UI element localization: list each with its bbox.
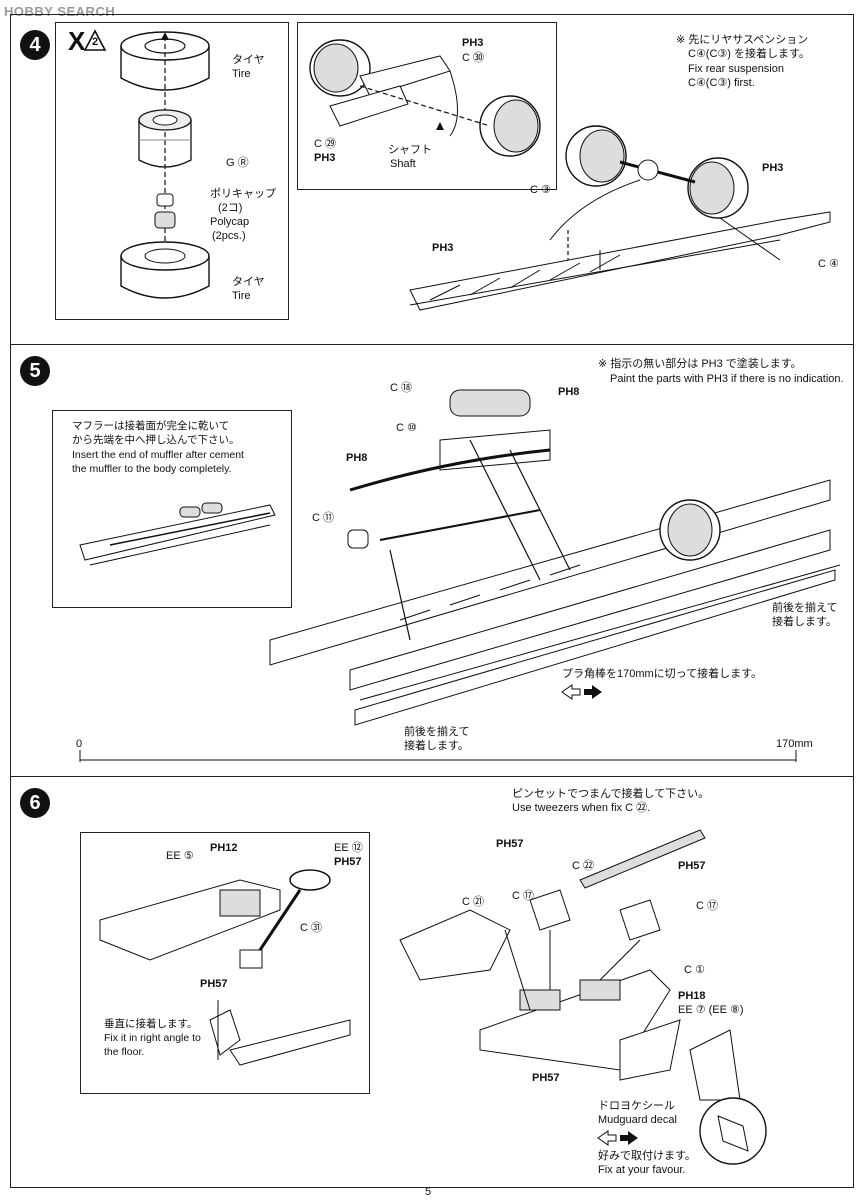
muffler-inset — [52, 410, 292, 608]
mudguard-double-arrow-icon — [597, 1130, 638, 1146]
vertical-note-en-2: the floor. — [104, 1046, 145, 1058]
c10-label: C ⑩ — [396, 422, 417, 434]
suspension-shaft-drawing — [309, 39, 541, 157]
tire-top-label-en: Tire — [232, 68, 251, 80]
polycap-label-jp: ポリキャップ — [210, 188, 276, 200]
dashboard-inset — [80, 832, 370, 1094]
inset-ph3-a: PH3 — [462, 37, 484, 49]
ee7-label: EE ⑦ (EE ⑧) — [678, 1004, 744, 1016]
tire-top-label-jp: タイヤ — [232, 54, 265, 66]
shaft-label-en: Shaft — [390, 158, 416, 170]
tweezers-note-en: Use tweezers when fix C ㉒. — [512, 802, 651, 814]
step-divider-4-5 — [10, 344, 854, 345]
times-count: 2 — [92, 36, 99, 48]
wheel-label: G Ⓡ — [226, 157, 249, 169]
c17-a-label: C ⑰ — [512, 890, 534, 902]
align-note-right-1: 前後を揃えて — [772, 602, 838, 614]
step4-suspension-inset — [297, 22, 557, 190]
step4-note-jp-2: C④(C③) を接着します。 — [688, 48, 810, 60]
page-number: 5 — [425, 1186, 432, 1198]
muffler-note-en-1: Insert the end of muffler after cement — [72, 449, 244, 461]
step4-note-en-2: C④(C③) first. — [688, 77, 755, 89]
c22-label: C ㉒ — [572, 860, 594, 872]
inset-c30: C ㉚ — [462, 52, 484, 64]
step4-note-en-1: Fix rear suspension — [688, 63, 784, 75]
tire-bottom-label-jp: タイヤ — [232, 276, 265, 288]
ee12-label: EE ⑫ — [334, 842, 363, 854]
step-5-badge: 5 — [20, 356, 50, 386]
ph3-left: PH3 — [432, 242, 454, 254]
muffler-note-jp-1: マフラーは接着面が完全に乾いて — [72, 420, 230, 432]
polycap-label-en: Polycap — [210, 216, 250, 228]
c17-b-label: C ⑰ — [696, 900, 718, 912]
times-triangle-icon — [83, 29, 107, 51]
ph57-e-label: PH57 — [532, 1072, 560, 1084]
tire-wheel-drawing — [120, 31, 210, 299]
align-note-left-1: 前後を揃えて — [404, 726, 470, 738]
vertical-note-jp: 垂直に接着します。 — [104, 1018, 198, 1030]
step4-note-jp-1: ※ 先にリヤサスペンション — [676, 34, 809, 46]
muffler-inset-drawing — [79, 502, 276, 566]
muffler-note-jp-2: から先端を中へ押し込んで下さい。 — [72, 434, 240, 446]
ph57-b-label: PH57 — [200, 978, 228, 990]
ph57-a-label: PH57 — [334, 856, 362, 868]
vertical-note-en-1: Fix it in right angle to — [104, 1032, 201, 1044]
double-arrow-icon — [561, 684, 602, 700]
step4-parts-frame — [55, 22, 289, 320]
align-note-right-2: 接着します。 — [772, 616, 837, 628]
inset-c29: C ㉙ — [314, 138, 336, 150]
plastic-bar-note: プラ角棒を170mmに切って接着します。 — [562, 668, 763, 680]
scale-start-label: 0 — [76, 738, 83, 750]
favour-note-jp: 好みで取付けます。 — [598, 1150, 696, 1162]
c4-label: C ④ — [818, 258, 839, 270]
ph57-c-label: PH57 — [496, 838, 524, 850]
ph12-label: PH12 — [210, 842, 238, 854]
ph3-right: PH3 — [762, 162, 784, 174]
polycap-count-en: (2pcs.) — [212, 230, 246, 242]
step-divider-5-6 — [10, 776, 854, 777]
mudguard-label-jp: ドロヨケシール — [598, 1100, 675, 1112]
step5-note-jp: ※ 指示の無い部分は PH3 で塗装します。 — [598, 358, 802, 370]
page-frame — [10, 14, 854, 1188]
shaft-label-jp: シャフト — [388, 144, 432, 156]
ph18-label: PH18 — [678, 990, 706, 1002]
chassis-muffler-drawing — [269, 389, 841, 726]
align-note-left-2: 接着します。 — [404, 740, 469, 752]
chassis-rear-drawing — [409, 125, 831, 311]
favour-note-en: Fix at your favour. — [598, 1164, 686, 1176]
inset-ph3-b: PH3 — [314, 152, 336, 164]
ph8-b-label: PH8 — [346, 452, 368, 464]
step-6-badge: 6 — [20, 788, 50, 818]
cabin-floor-drawing — [399, 829, 741, 1101]
c11-label: C ⑪ — [312, 512, 334, 524]
ph8-a-label: PH8 — [558, 386, 580, 398]
tire-bottom-label-en: Tire — [232, 290, 251, 302]
c18-label: C ⑱ — [390, 382, 412, 394]
tweezers-note-jp: ピンセットでつまんで接着して下さい。 — [512, 788, 710, 800]
ph57-d-label: PH57 — [678, 860, 706, 872]
times-symbol: X — [68, 26, 86, 56]
dashboard-drawing — [99, 869, 351, 1066]
watermark-logo: HOBBY SEARCH — [4, 4, 116, 19]
step-4-badge: 4 — [20, 30, 50, 60]
polycap-count-jp: (2コ) — [218, 202, 243, 214]
c31-label: C ㉛ — [300, 922, 322, 934]
step5-note-en: Paint the parts with PH3 if there is no … — [610, 373, 844, 385]
ee5-label: EE ⑤ — [166, 850, 194, 862]
muffler-note-en-2: the muffler to the body completely. — [72, 463, 232, 475]
scale-bar — [79, 750, 797, 762]
mudguard-label-en: Mudguard decal — [598, 1114, 677, 1126]
scale-end-label: 170mm — [776, 738, 813, 750]
c21-label: C ㉑ — [462, 896, 484, 908]
mudguard-decal-circle — [699, 1097, 767, 1165]
c1-label: C ① — [684, 964, 705, 976]
c3-label: C ③ — [530, 184, 551, 196]
